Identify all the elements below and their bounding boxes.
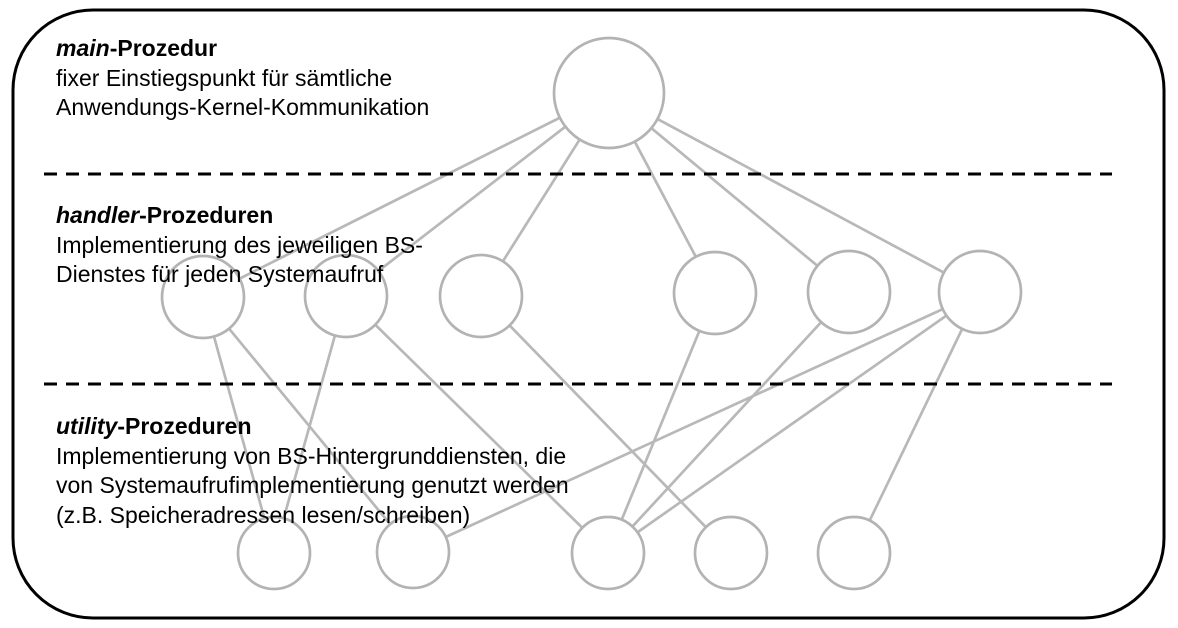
node-handler-1 xyxy=(160,254,246,340)
layer-title-main-rest: -Prozedur xyxy=(109,35,218,61)
node-handler-3 xyxy=(438,253,524,339)
layer-label-utility: utility-Prozeduren Implementierung von B… xyxy=(56,412,569,530)
layer-desc-main-line2: Anwendungs-Kernel-Kommunikation xyxy=(56,94,430,120)
node-utility-5 xyxy=(816,515,892,591)
layer-title-handler: handler-Prozeduren xyxy=(56,201,423,231)
layer-label-handler: handler-Prozeduren Implementierung des j… xyxy=(56,201,423,290)
layer-title-handler-rest: -Prozeduren xyxy=(139,202,274,228)
node-handler-5 xyxy=(806,249,892,335)
node-handler-4 xyxy=(672,250,758,336)
node-utility-2 xyxy=(375,514,451,590)
layer-desc-utility-line1: Implementierung von BS-Hintergrunddienst… xyxy=(56,442,567,469)
outer-border xyxy=(11,8,1166,620)
edge-handler-2-utility-1 xyxy=(272,295,348,554)
edge-handler-1-utility-1 xyxy=(201,296,276,554)
node-handler-6 xyxy=(937,249,1023,335)
edge-handler-2-utility-3 xyxy=(345,295,609,554)
edge-handler-3-utility-4 xyxy=(480,295,732,554)
layer-desc-utility-line2: von Systemaufrufimplementierung genutzt … xyxy=(56,472,569,498)
layer-desc-handler-line2: Dienstes für jeden Systemaufruf xyxy=(56,261,384,287)
edge-handler-1-utility-2 xyxy=(201,296,415,553)
node-utility-4 xyxy=(693,515,769,591)
layer-desc-handler-line1: Implementierung des jeweiligen BS- xyxy=(56,231,423,258)
edge-handler-6-utility-3 xyxy=(607,290,981,555)
layer-title-main: main-Prozedur xyxy=(56,34,429,64)
node-handler-2 xyxy=(303,253,389,339)
layer-desc-utility-line3: (z.B. Speicheradressen lesen/schreiben) xyxy=(56,501,471,528)
edge-handler-5-utility-3 xyxy=(607,291,850,554)
edge-main-handler-6 xyxy=(608,91,981,294)
layer-title-utility-rest: -Prozeduren xyxy=(117,413,252,439)
layer-title-main-italic: main xyxy=(56,35,110,61)
layer-desc-main-line1: fixer Einstiegspunkt für sämtliche xyxy=(56,64,393,91)
layer-title-handler-italic: handler xyxy=(56,202,140,228)
layer-label-main: main-Prozedur fixer Einstiegspunkt für s… xyxy=(56,34,429,123)
edge-handler-6-utility-2 xyxy=(412,290,981,554)
node-utility-1 xyxy=(236,515,312,591)
edge-handler-6-utility-5 xyxy=(852,291,982,554)
layer-title-utility-italic: utility xyxy=(56,413,118,439)
node-main xyxy=(552,36,666,150)
node-utility-3 xyxy=(570,515,646,591)
edge-main-handler-1 xyxy=(202,91,610,299)
edge-handler-4-utility-3 xyxy=(606,292,717,554)
layer-title-utility: utility-Prozeduren xyxy=(56,412,569,442)
